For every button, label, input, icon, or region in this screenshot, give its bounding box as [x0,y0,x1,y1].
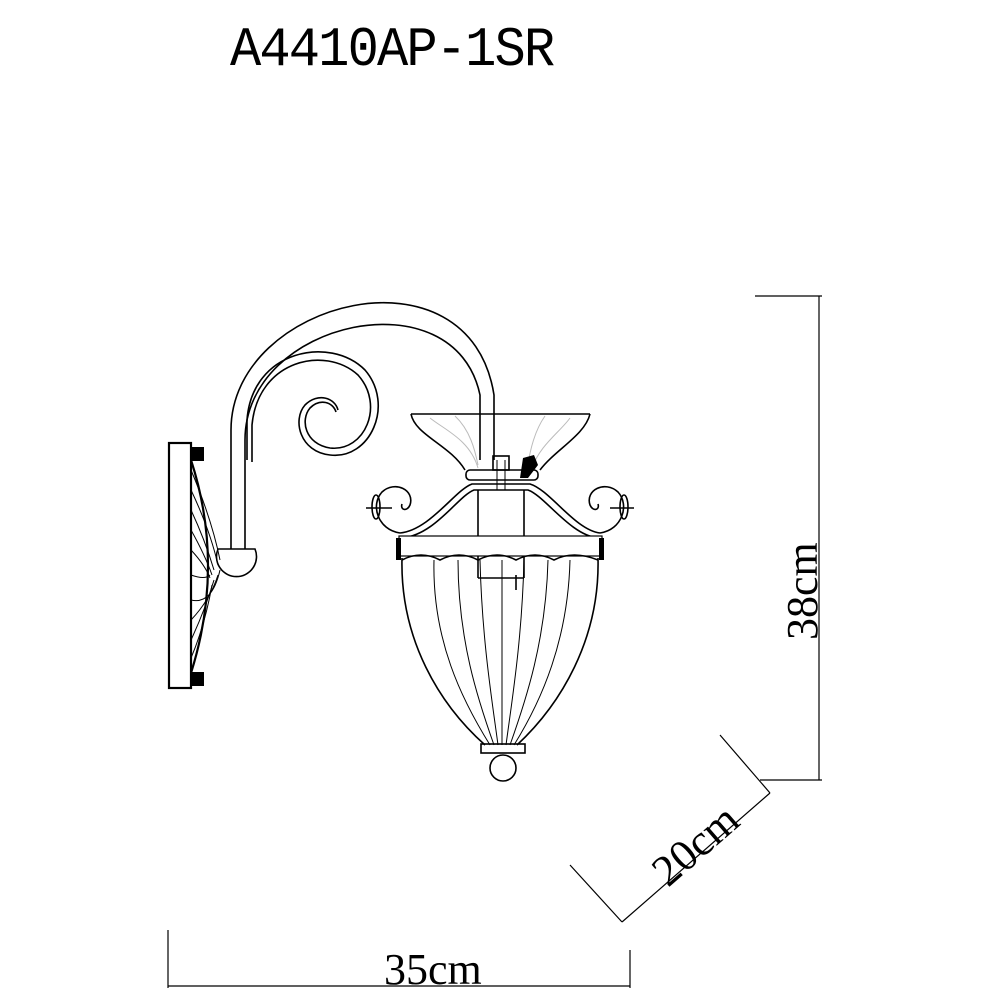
frame-scrolls [366,460,634,590]
bottom-finial [480,743,526,782]
lantern-shade [401,557,599,746]
height-dimension: 38cm [755,295,827,781]
depth-dimension: 20cm [569,734,771,923]
wall-ball [215,548,258,578]
wall-plate [167,441,221,690]
width-dimension: 35cm [167,930,631,994]
height-label: 38cm [778,542,827,640]
glass-cup [410,413,591,481]
model-number-title: A4410AP-1SR [230,18,555,82]
fringe-band [396,535,604,561]
width-label: 35cm [384,945,482,994]
scroll-ornament [246,351,380,462]
curved-arm [230,301,495,549]
depth-label: 20cm [642,794,748,895]
